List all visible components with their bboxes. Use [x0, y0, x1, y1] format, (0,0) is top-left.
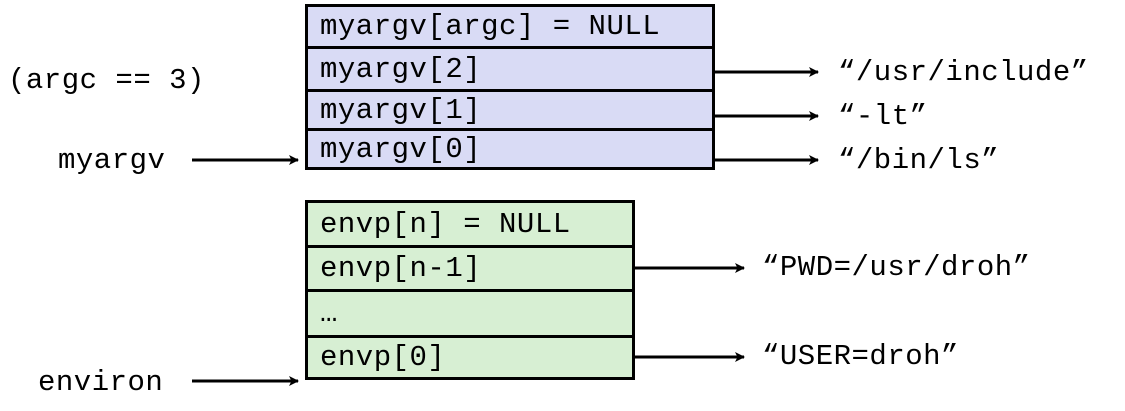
env-string-pwd: “PWD=/usr/droh”: [762, 251, 1031, 284]
env-string-user: “USER=droh”: [762, 340, 959, 373]
argv-string-bin-ls: “/bin/ls”: [838, 144, 1000, 177]
envp-cell-n-minus-1: envp[n-1]: [305, 245, 635, 292]
myargv-pointer-label: myargv: [58, 144, 166, 177]
argv-string-usr-include: “/usr/include”: [838, 56, 1089, 89]
myargv-cell-0: myargv[0]: [305, 128, 715, 170]
environ-pointer-label: environ: [38, 366, 164, 399]
argc-note: (argc == 3): [8, 64, 205, 97]
envp-cell-0: envp[0]: [305, 335, 635, 380]
argv-string-lt: “-lt”: [838, 100, 928, 133]
envp-cell-null: envp[n] = NULL: [305, 200, 635, 248]
